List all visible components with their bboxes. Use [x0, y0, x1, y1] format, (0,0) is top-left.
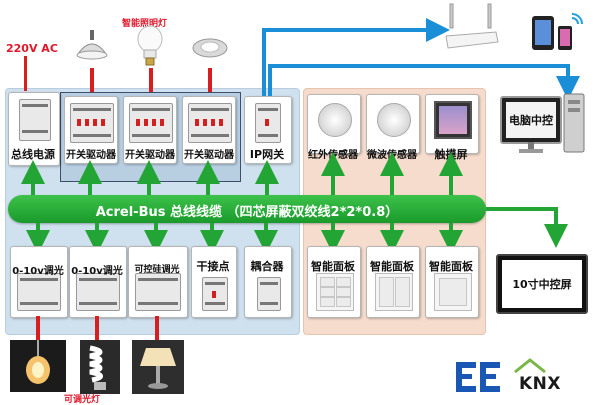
- switch-actuator-2-label: 开关驱动器: [125, 150, 175, 161]
- ee-logo: [452, 356, 506, 398]
- dimmer-0-10v-2-label: 0-10v调光: [71, 266, 123, 277]
- lamp-line-2: [149, 68, 153, 92]
- table-lamp-icon: [132, 340, 184, 394]
- switch-actuator-2-card[interactable]: [123, 96, 177, 164]
- downlight-icon: [192, 38, 228, 58]
- switch-actuator-3-card[interactable]: [182, 96, 236, 164]
- infrared-sensor-card[interactable]: [307, 94, 361, 154]
- touch-panel-card[interactable]: [425, 94, 479, 154]
- pc-tower-icon: [563, 93, 585, 153]
- scr-dimmer-card[interactable]: [128, 246, 188, 318]
- smart-panel-2-card[interactable]: [366, 246, 420, 318]
- smart-panel-1-label: 智能面板: [311, 260, 355, 273]
- ip-gateway-card[interactable]: [244, 96, 292, 164]
- router-icon: [445, 3, 499, 49]
- scr-dimmer-label: 可控硅调光: [134, 265, 180, 275]
- bus-power-card[interactable]: [8, 92, 60, 166]
- power-line: [24, 56, 27, 91]
- coupler-label: 耦合器: [250, 260, 284, 273]
- mobile-devices-icon: [532, 13, 583, 50]
- dimmer-0-10v-2-card[interactable]: [69, 246, 127, 318]
- bus-power-label: 总线电源: [11, 148, 55, 161]
- dry-contact-label: 干接点: [196, 260, 230, 273]
- touch-screen-display[interactable]: 10寸中控屏: [496, 254, 588, 314]
- coupler-card[interactable]: [244, 246, 292, 318]
- dry-contact-card[interactable]: [191, 246, 237, 318]
- power-label: 220V AC: [6, 42, 58, 55]
- switch-actuator-1-label: 开关驱动器: [66, 150, 116, 161]
- lamp-line-3: [208, 68, 212, 92]
- dimmer-0-10v-1-label: 0-10v调光: [12, 266, 64, 277]
- top-lamps-caption: 智能照明灯: [122, 19, 168, 29]
- lamp-line-1: [90, 68, 94, 92]
- pc-monitor[interactable]: 电脑中控: [500, 96, 562, 144]
- ip-gateway-label: IP网关: [249, 148, 285, 161]
- pendant-lamp-icon: [10, 340, 66, 392]
- bus-label: Acrel-Bus 总线线缆 （四芯屏蔽双绞线2*2*0.8）: [95, 205, 399, 220]
- acrel-bus: Acrel-Bus 总线线缆 （四芯屏蔽双绞线2*2*0.8）: [8, 195, 486, 223]
- highbay-lamp-icon: [76, 30, 108, 60]
- bottom-lamp-line-3: [155, 316, 159, 346]
- knx-logo: KNX: [511, 356, 591, 398]
- pc-stand-icon: [519, 142, 543, 153]
- led-bulb-icon: [137, 25, 163, 66]
- smart-panel-1-card[interactable]: [307, 246, 361, 318]
- bottom-lamps-caption: 可调光灯: [64, 395, 101, 405]
- bottom-lamp-line-1: [36, 316, 40, 346]
- dimmer-0-10v-1-card[interactable]: [10, 246, 68, 318]
- touch-screen-label: 10寸中控屏: [512, 278, 572, 291]
- knx-logo-text: KNX: [519, 374, 562, 394]
- switch-actuator-3-label: 开关驱动器: [184, 150, 234, 161]
- switch-actuator-1-card[interactable]: [64, 96, 118, 164]
- bus-power-module: [19, 99, 51, 141]
- smart-panel-2-label: 智能面板: [370, 260, 414, 273]
- smart-panel-3-card[interactable]: [425, 246, 479, 318]
- house-roof-icon: [514, 358, 546, 374]
- bottom-lamp-line-2: [95, 316, 99, 346]
- smart-panel-3-label: 智能面板: [429, 260, 473, 273]
- pc-label: 电脑中控: [509, 114, 553, 127]
- spiral-bulb-icon: [80, 340, 120, 394]
